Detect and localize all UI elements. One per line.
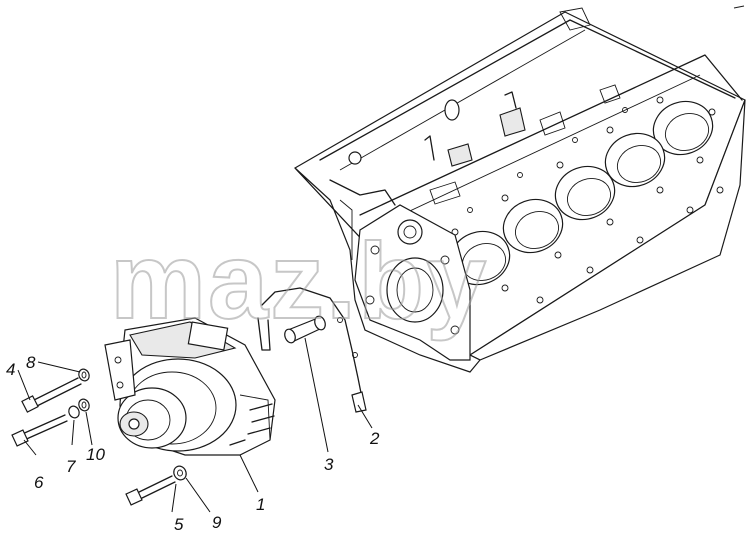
callout-10: 10: [86, 445, 105, 464]
washer-8: [78, 368, 90, 382]
callout-5: 5: [174, 515, 184, 534]
deck-holes: [451, 96, 724, 304]
gasket: [257, 287, 367, 413]
valley-details: [348, 84, 621, 205]
block-front-face: [329, 179, 471, 361]
washer-7: [68, 405, 80, 419]
housing-studs: [229, 403, 275, 446]
callout-6: 6: [34, 473, 44, 492]
bolt-4: [21, 377, 82, 413]
engine-block: [294, 7, 746, 373]
flywheel-housing: [104, 317, 276, 456]
callout-4: 4: [6, 360, 15, 379]
callout-3: 3: [324, 455, 334, 474]
dowel-pin: [284, 315, 326, 344]
corner-mark: [733, 5, 745, 9]
callout-8: 8: [26, 353, 36, 372]
callout-1: 1: [256, 495, 265, 514]
callouts: 1 2 3 4 5 6 7 8 9 10: [6, 353, 380, 534]
watermark-text: maz.by: [110, 220, 488, 341]
washer-10: [78, 398, 90, 412]
bolt-6: [11, 414, 68, 447]
callout-7: 7: [66, 457, 76, 476]
washer-9: [173, 465, 187, 481]
bolt-5: [125, 475, 176, 506]
callout-2: 2: [369, 429, 380, 448]
leader-lines: [17, 337, 373, 513]
callout-9: 9: [212, 513, 222, 532]
